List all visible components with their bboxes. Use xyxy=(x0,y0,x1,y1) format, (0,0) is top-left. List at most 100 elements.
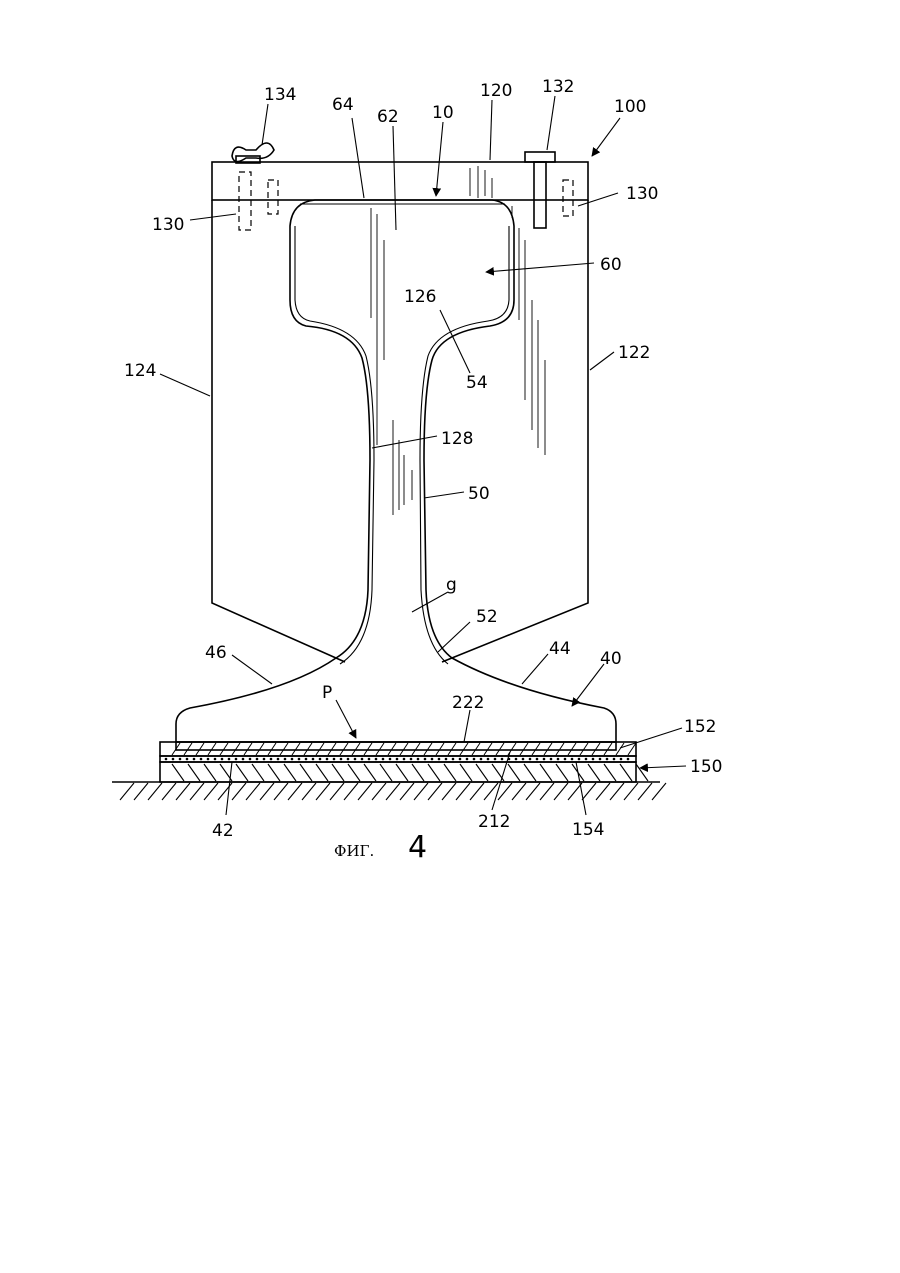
label-154: 154 xyxy=(572,820,604,840)
hatch-dot xyxy=(438,758,441,761)
hatch-line xyxy=(176,783,190,800)
hatch-line xyxy=(524,764,536,781)
hatch-line xyxy=(554,783,568,800)
hatch-line xyxy=(414,783,428,800)
hatch-line xyxy=(442,783,456,800)
hatch-line xyxy=(596,783,610,800)
hatch-line xyxy=(292,743,300,755)
label-122: 122 xyxy=(618,343,650,363)
hatch-dot xyxy=(445,758,448,761)
hatch-dot xyxy=(228,758,231,761)
hatch-line xyxy=(616,743,624,755)
hatch-dot xyxy=(221,758,224,761)
hatch-line xyxy=(364,743,372,755)
label-10: 10 xyxy=(432,103,454,123)
hatch-dot xyxy=(431,758,434,761)
hatch-dot xyxy=(613,758,616,761)
hatch-dot xyxy=(403,758,406,761)
hatch-line xyxy=(532,743,540,755)
hatch-line xyxy=(280,743,288,755)
hatch-dot xyxy=(410,758,413,761)
hatch-line xyxy=(340,743,348,755)
hatch-dot xyxy=(361,758,364,761)
hatch-line xyxy=(120,783,134,800)
hatch-dot xyxy=(242,758,245,761)
label-222: 222 xyxy=(452,693,484,713)
label-46: 46 xyxy=(205,643,227,663)
hatch-line xyxy=(148,783,162,800)
hatch-line xyxy=(328,743,336,755)
label-128: 128 xyxy=(441,429,473,449)
hatch-line xyxy=(246,783,260,800)
hatch-dot xyxy=(452,758,455,761)
hatch-line xyxy=(274,783,288,800)
hatch-dot xyxy=(620,758,623,761)
label-54: 54 xyxy=(466,373,488,393)
hatch-line xyxy=(424,743,432,755)
caption-prefix: ФИГ. xyxy=(334,842,374,860)
hatch-dot xyxy=(249,758,252,761)
label-132: 132 xyxy=(542,77,574,97)
hatch-line xyxy=(520,743,528,755)
label-134: 134 xyxy=(264,85,296,105)
label-152: 152 xyxy=(684,717,716,737)
hatch-line xyxy=(220,743,228,755)
hatch-line xyxy=(232,743,240,755)
hatch-line xyxy=(436,743,444,755)
hatch-line xyxy=(444,764,456,781)
label-60: 60 xyxy=(600,255,622,275)
hatch-line xyxy=(218,783,232,800)
hatch-dot xyxy=(165,758,168,761)
hatch-line xyxy=(636,764,648,781)
hatch-line xyxy=(508,764,520,781)
hatch-dot xyxy=(214,758,217,761)
hatch-dot xyxy=(375,758,378,761)
hatch-line xyxy=(284,764,296,781)
pad-hatching xyxy=(172,743,636,755)
hatch-dot xyxy=(473,758,476,761)
hatch-line xyxy=(196,743,204,755)
hatch-line xyxy=(580,743,588,755)
hatch-line xyxy=(556,743,564,755)
hatch-dot xyxy=(298,758,301,761)
hatch-dot xyxy=(368,758,371,761)
hatch-line xyxy=(376,743,384,755)
left-side-plate xyxy=(212,200,345,662)
hatch-line xyxy=(208,743,216,755)
hatch-dot xyxy=(382,758,385,761)
hatch-dot xyxy=(494,758,497,761)
label-100: 100 xyxy=(614,97,646,117)
hatch-line xyxy=(236,764,248,781)
label-212: 212 xyxy=(478,812,510,832)
hatch-line xyxy=(348,764,360,781)
hatch-dot xyxy=(277,758,280,761)
hatch-dot xyxy=(207,758,210,761)
hatch-dot xyxy=(606,758,609,761)
hatch-dot xyxy=(291,758,294,761)
hatch-line xyxy=(386,783,400,800)
hatch-dot xyxy=(319,758,322,761)
hatch-dot xyxy=(515,758,518,761)
hatch-line xyxy=(638,783,652,800)
hatch-line xyxy=(302,783,316,800)
hatch-line xyxy=(134,783,148,800)
figure-caption: ФИГ. 4 xyxy=(334,830,427,865)
hatch-line xyxy=(344,783,358,800)
hatch-line xyxy=(412,764,424,781)
hatch-dot xyxy=(480,758,483,761)
hatch-dot xyxy=(417,758,420,761)
label-64: 64 xyxy=(332,95,354,115)
hatch-line xyxy=(540,764,552,781)
hatch-line xyxy=(540,783,554,800)
label-P: P xyxy=(322,683,332,703)
hatch-line xyxy=(428,764,440,781)
hatch-dot xyxy=(193,758,196,761)
hatch-line xyxy=(484,743,492,755)
hatch-dot xyxy=(256,758,259,761)
hatch-dot xyxy=(564,758,567,761)
hatch-line xyxy=(470,783,484,800)
hatch-dot xyxy=(284,758,287,761)
label-44: 44 xyxy=(549,639,571,659)
hatch-line xyxy=(588,764,600,781)
